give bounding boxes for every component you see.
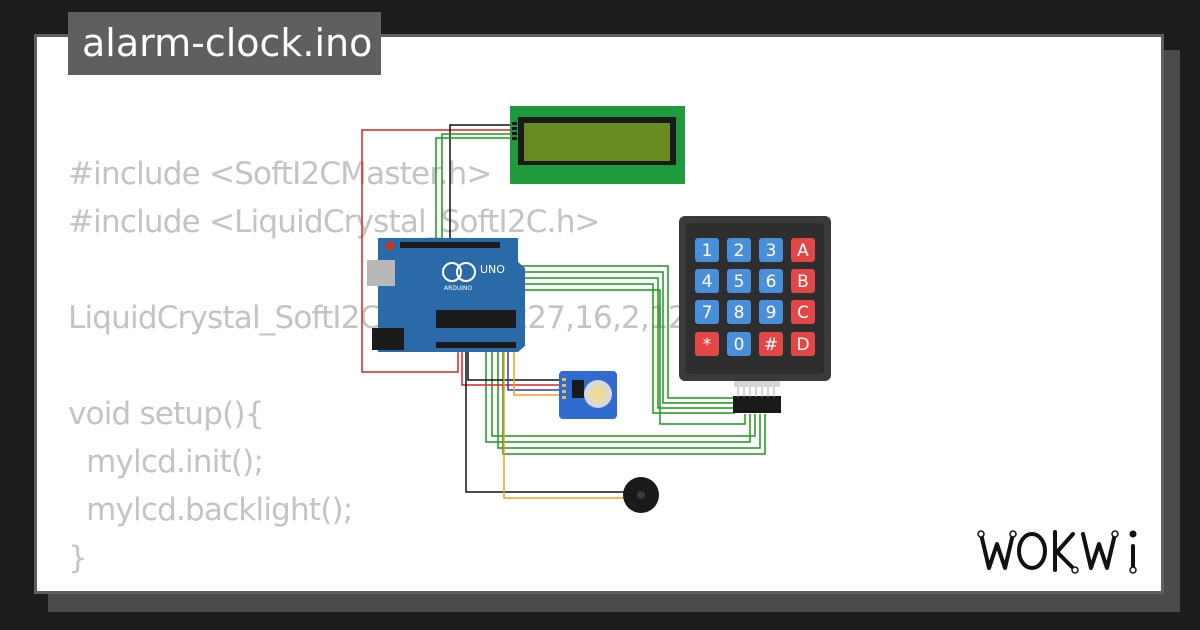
keypad-key (695, 238, 719, 262)
wires (361, 124, 766, 499)
keypad-key (727, 300, 751, 324)
wokwi-logo (977, 530, 1137, 574)
keypad-key (791, 300, 815, 324)
keypad-key (759, 332, 783, 356)
arduino-uno-board: UNO ARDUINO (367, 238, 525, 352)
keypad-key (791, 238, 815, 262)
keypad-key-label: 5 (734, 272, 745, 292)
keypad-key-label: 3 (766, 241, 777, 261)
keypad-key-label: D (796, 335, 809, 355)
keypad-key-label: 0 (734, 335, 745, 355)
arduino-brand-label: ARDUINO (444, 285, 473, 292)
keypad-key-label: 6 (766, 272, 777, 292)
keypad-key (759, 269, 783, 293)
keypad-key-label: * (703, 335, 712, 355)
keypad-key-label: B (797, 272, 809, 292)
arduino-model-label: UNO (480, 263, 505, 276)
keypad-key (759, 238, 783, 262)
code-line: void setup(){ (68, 396, 264, 432)
keypad-key (695, 300, 719, 324)
keypad-key (759, 300, 783, 324)
keypad-key-label: 7 (702, 303, 713, 323)
lcd-display (510, 106, 685, 184)
keypad-key-label: 1 (702, 241, 713, 261)
keypad-key-label: 4 (702, 272, 713, 292)
keypad-key-label: 9 (766, 303, 777, 323)
keypad-key (727, 269, 751, 293)
keypad-key (791, 332, 815, 356)
keypad-key (727, 332, 751, 356)
keypad-key (791, 269, 815, 293)
keypad-key-label: C (797, 303, 809, 323)
buzzer (623, 477, 659, 513)
code-line: #include <LiquidCrystal_SoftI2C.h> (68, 204, 601, 240)
keypad-key (727, 238, 751, 262)
code-line: mylcd.init(); (68, 444, 264, 480)
project-file-name: alarm-clock.ino (68, 12, 381, 75)
keypad-key-label: 2 (734, 241, 745, 261)
code-line: mylcd.backlight(); (68, 492, 353, 528)
rtc-module (559, 371, 617, 419)
keypad-key-label: 8 (734, 303, 745, 323)
keypad-key-label: A (797, 241, 809, 261)
keypad-key (695, 332, 719, 356)
keypad-key-label: # (764, 335, 778, 355)
code-line: } (68, 540, 88, 576)
code-line: #include <SoftI2CMaster.h> (68, 156, 492, 192)
keypad-4x4: 1 2 3 A 4 5 6 B 7 8 9 C * 0 # D (679, 216, 831, 413)
keypad-key (695, 269, 719, 293)
